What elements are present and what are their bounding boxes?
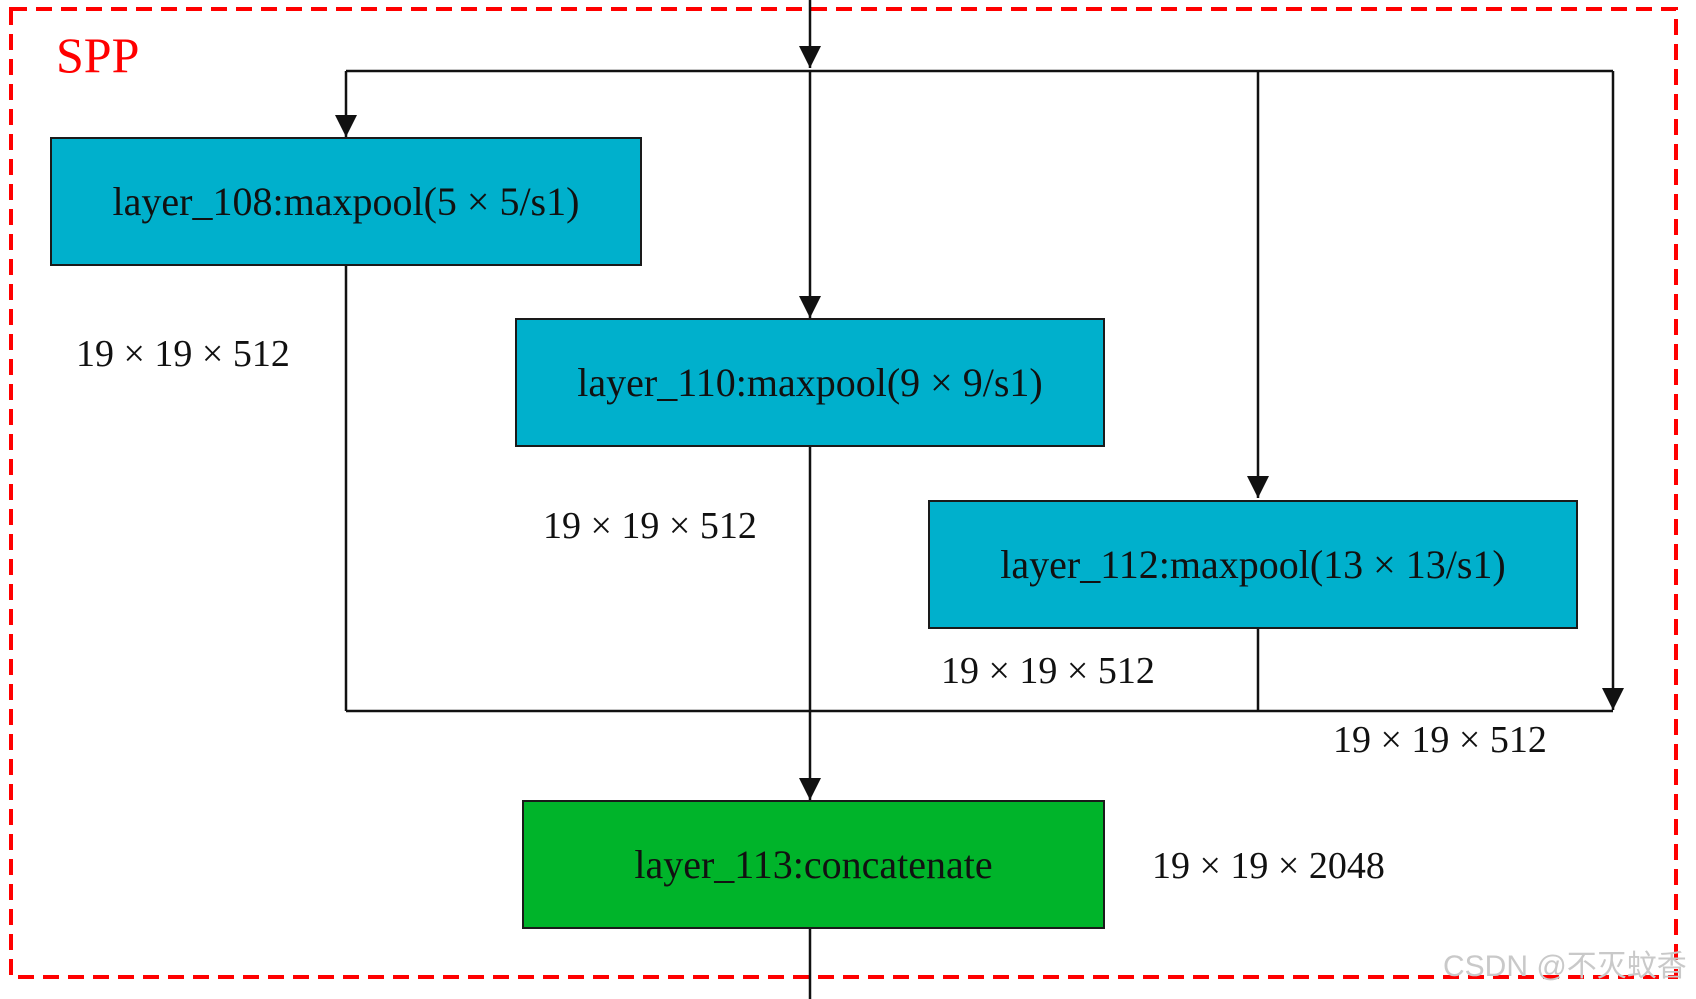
maxpool-110-node: layer_110:maxpool(9 × 9/s1)	[515, 318, 1105, 447]
spp-group-border	[9, 7, 1678, 979]
dim-label-110: 19 × 19 × 512	[543, 505, 757, 547]
maxpool-108-node: layer_108:maxpool(5 × 5/s1)	[50, 137, 642, 266]
maxpool-112-node: layer_112:maxpool(13 × 13/s1)	[928, 500, 1578, 629]
dim-label-108: 19 × 19 × 512	[76, 333, 290, 375]
dim-label-concat: 19 × 19 × 2048	[1152, 845, 1385, 887]
dim-label-112: 19 × 19 × 512	[941, 650, 1155, 692]
maxpool-110-label: layer_110:maxpool(9 × 9/s1)	[577, 360, 1043, 405]
watermark: CSDN @不灭蚊香	[1443, 950, 1687, 983]
maxpool-112-label: layer_112:maxpool(13 × 13/s1)	[1000, 542, 1506, 587]
concat-113-label: layer_113:concatenate	[634, 842, 993, 887]
spp-title: SPP	[56, 27, 140, 83]
maxpool-108-label: layer_108:maxpool(5 × 5/s1)	[112, 179, 580, 224]
dim-label-skip: 19 × 19 × 512	[1333, 719, 1547, 761]
concat-113-node: layer_113:concatenate	[522, 800, 1105, 929]
